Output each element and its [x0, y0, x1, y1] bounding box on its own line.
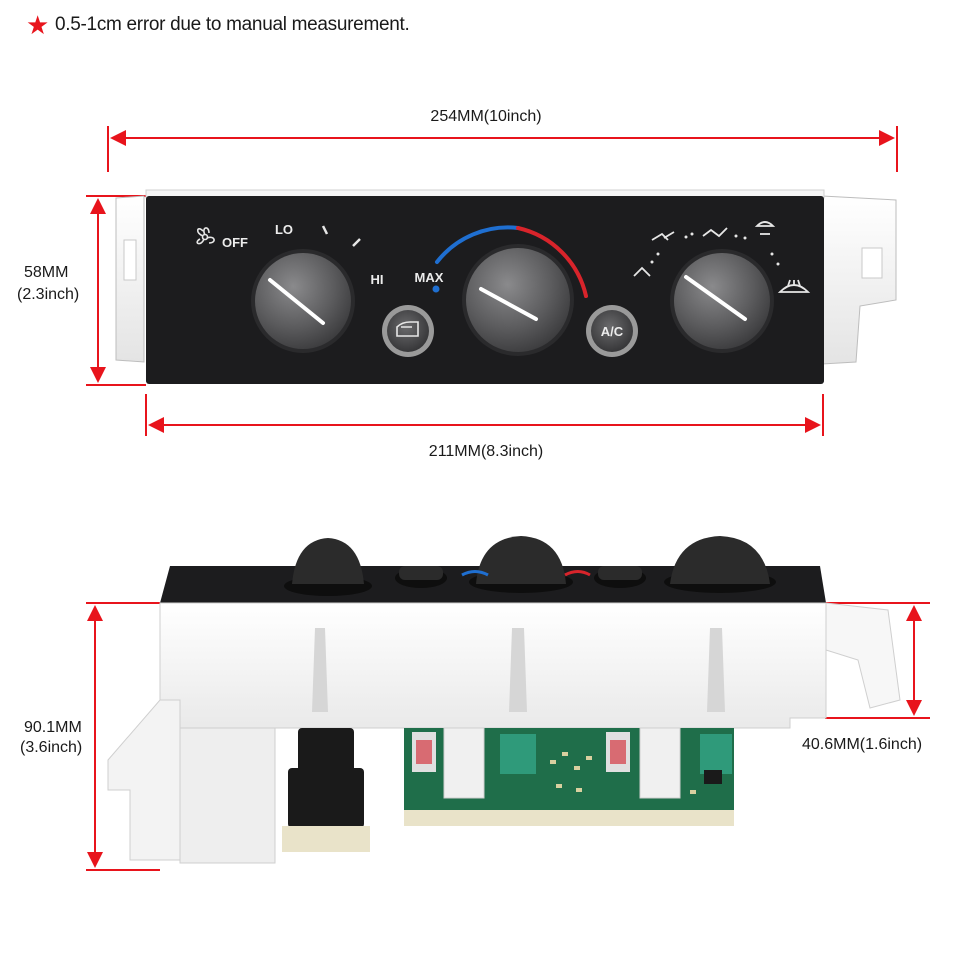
circuit-board	[404, 727, 734, 826]
temperature-knob[interactable]	[462, 244, 574, 356]
depth-in-label: (3.6inch)	[20, 739, 83, 756]
depth-dimension	[86, 602, 160, 871]
side-blower-knob	[284, 538, 372, 596]
side-connector-housing	[179, 727, 276, 864]
air-mode-knob[interactable]	[670, 249, 774, 353]
side-right-clip	[825, 602, 901, 709]
fan-tick-high	[352, 238, 361, 247]
measurement-note-text: 0.5-1cm error due to manual measurement.	[55, 14, 410, 35]
housing-brackets	[115, 189, 897, 365]
overall-width-dimension	[107, 126, 898, 172]
wire-connector	[282, 728, 370, 852]
side-left-bracket	[107, 699, 181, 861]
defrost-icon	[777, 279, 811, 293]
max-label: MAX	[415, 270, 444, 285]
height-dimension	[86, 195, 146, 386]
side-mode-knob	[664, 536, 776, 593]
measurement-note: ★ 0.5-1cm error due to manual measuremen…	[26, 10, 410, 40]
mode-scale-dots	[650, 232, 780, 266]
floor-mode-icon	[633, 266, 651, 277]
depth-mm-label: 90.1MM	[24, 719, 82, 736]
side-temp-cold-mark	[461, 570, 489, 577]
defrost-mix-icon	[754, 221, 776, 235]
side-temp-hot-mark	[564, 570, 591, 577]
temperature-scale	[432, 225, 588, 298]
blower-speed-knob[interactable]	[251, 249, 355, 353]
off-label: OFF	[222, 235, 248, 250]
side-temperature-knob	[469, 536, 573, 593]
side-height-dimension	[825, 602, 930, 719]
fan-tick-mid	[321, 225, 329, 235]
hi-label: HI	[371, 272, 384, 287]
housing-slots	[312, 628, 725, 712]
height-in-label: (2.3inch)	[17, 286, 80, 303]
height-mm-label: 58MM	[24, 264, 69, 281]
vent-mode-icon	[651, 231, 675, 241]
side-recirculation-button	[395, 566, 447, 588]
ac-button[interactable]	[586, 305, 638, 357]
face-width-label: 211MM(8.3inch)	[428, 443, 544, 460]
ac-label: A/C	[601, 324, 624, 339]
red-star-icon: ★	[26, 10, 50, 40]
fan-icon	[196, 227, 215, 245]
side-ac-button	[594, 566, 646, 588]
recirculation-button[interactable]	[382, 305, 434, 357]
side-height-label: 40.6MM(1.6inch)	[802, 736, 923, 753]
bilevel-mode-icon	[702, 227, 728, 238]
face-width-dimension	[145, 394, 824, 436]
lo-label: LO	[275, 222, 293, 237]
overall-width-label: 254MM(10inch)	[430, 108, 542, 125]
